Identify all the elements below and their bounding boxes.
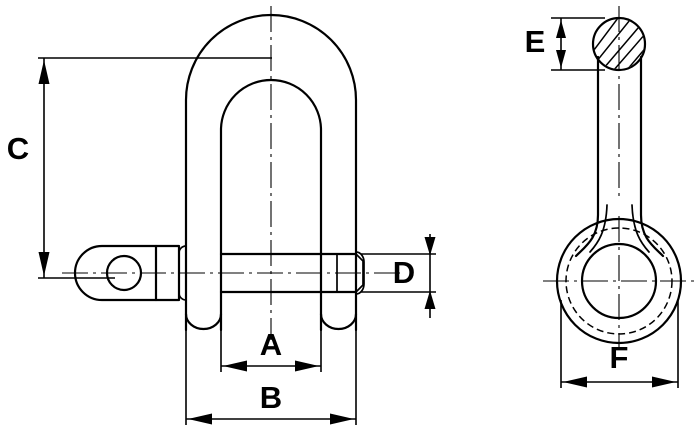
- dimension-E: E: [525, 17, 605, 71]
- dimension-F: F: [560, 300, 679, 388]
- dimension-B: B: [185, 330, 357, 425]
- dim-E-arrow-top: [556, 20, 566, 38]
- shank-left-edge: [574, 55, 600, 258]
- dim-D-arrow-bottom: [424, 290, 436, 309]
- dim-F-arrow-right: [652, 376, 676, 388]
- shackle-bow-inner: [219, 78, 323, 332]
- dim-C-arrow-up: [38, 60, 50, 84]
- dimension-A: A: [220, 316, 322, 372]
- screw-pin-tip: [355, 253, 364, 293]
- shank-right-edge: [639, 55, 665, 258]
- dim-F-label: F: [610, 340, 629, 375]
- shackle-right-boss: [355, 251, 365, 295]
- dim-A-label: A: [260, 327, 282, 362]
- shank-inner-fillet-left: [589, 204, 608, 253]
- dim-D-label: D: [393, 255, 415, 290]
- dim-B-arrow-right: [330, 413, 354, 425]
- front-view: C A B D: [7, 6, 436, 425]
- shank-inner-fillet-right: [631, 204, 650, 253]
- dimension-C: C: [7, 57, 272, 279]
- dim-B-arrow-left: [188, 413, 212, 425]
- dim-A-arrow-right: [295, 360, 319, 372]
- dim-E-arrow-bottom: [556, 50, 566, 68]
- shackle-right-leg-bottom: [319, 312, 358, 331]
- dimension-D: D: [361, 234, 436, 318]
- dim-F-arrow-left: [563, 376, 587, 388]
- shackle-left-leg-bottom: [184, 312, 223, 331]
- dim-A-arrow-left: [223, 360, 247, 372]
- dim-B-label: B: [260, 380, 282, 415]
- dim-C-arrow-down: [38, 252, 50, 276]
- screw-pin-head: [73, 244, 158, 302]
- dim-C-label: C: [7, 131, 29, 166]
- side-view: E F: [525, 6, 698, 388]
- dim-D-arrow-top: [424, 237, 436, 256]
- dim-E-label: E: [525, 24, 546, 59]
